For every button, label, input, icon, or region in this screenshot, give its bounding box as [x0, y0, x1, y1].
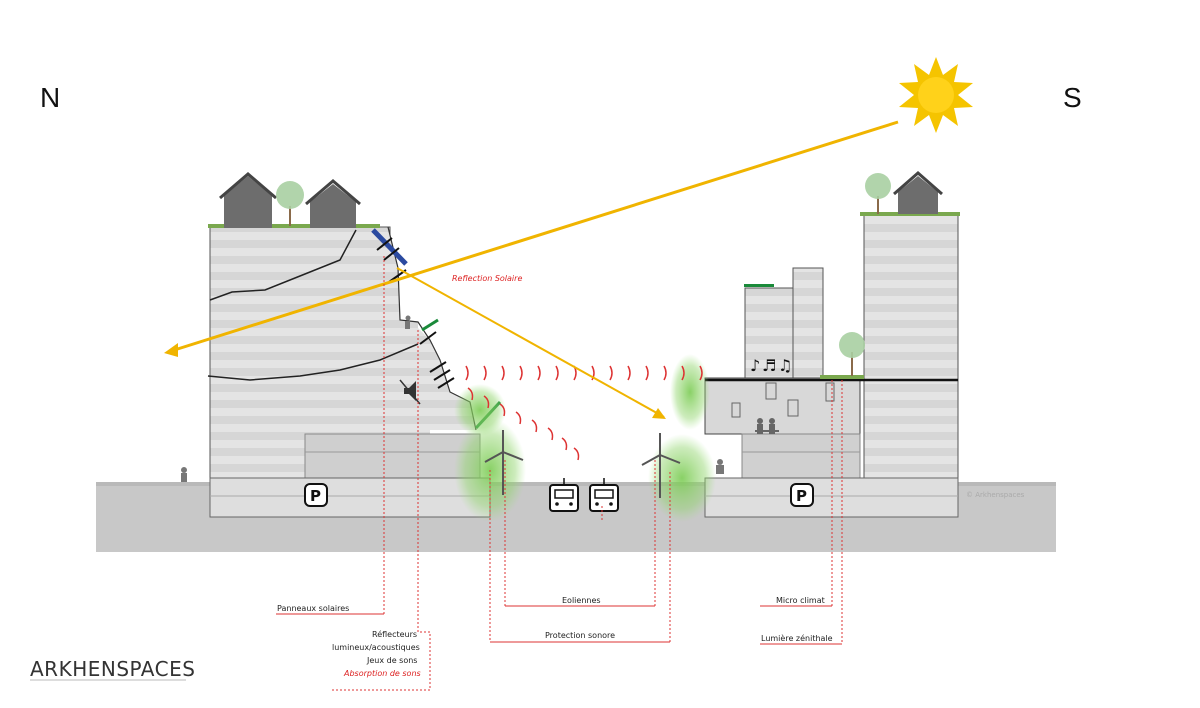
- callout-absorption: Absorption de sons: [343, 669, 421, 678]
- svg-text:♪: ♪: [750, 356, 760, 375]
- left-building: [207, 224, 491, 518]
- brand-logo: ARKHENSPACES: [30, 657, 195, 681]
- music-notes-icon: ♪ ♬ ♫: [750, 356, 792, 375]
- south-label: S: [1063, 82, 1082, 113]
- tram-icon: [549, 478, 579, 512]
- parking-right-label: P: [796, 487, 807, 505]
- tree-icon: [865, 173, 891, 214]
- parking-icon: P: [790, 483, 814, 507]
- callout-lumiere: Lumière zénithale: [761, 633, 833, 643]
- house-icon: [219, 172, 277, 228]
- person-icon: [755, 418, 779, 434]
- svg-text:♬: ♬: [762, 356, 776, 375]
- person-icon: [716, 459, 724, 474]
- copyright-text: © Arkhenspaces: [966, 491, 1025, 499]
- north-label: N: [40, 82, 60, 113]
- tram-icon: [589, 478, 619, 512]
- tree-icon: [276, 181, 304, 226]
- callout-reflecteurs-1: Réflecteurs: [372, 629, 417, 639]
- speaker-muted-icon: [399, 379, 421, 405]
- callout-protection: Protection sonore: [545, 631, 615, 640]
- tree-icon: [839, 332, 865, 376]
- wind-turbine-icon: [641, 433, 681, 498]
- svg-text:♫: ♫: [778, 356, 792, 375]
- greenery-right: [648, 434, 716, 522]
- sun-ray: [167, 120, 899, 354]
- sound-waves-lower: [467, 387, 580, 461]
- callout-micro: Micro climat: [776, 596, 825, 605]
- sun-icon: [899, 57, 973, 133]
- callout-reflecteurs-2: lumineux/acoustiques: [332, 643, 420, 652]
- reflected-ray: [396, 267, 665, 418]
- sound-waves-upper: [465, 365, 703, 381]
- reflection-label: Reflection Solaire: [452, 274, 522, 283]
- right-buildings: [704, 212, 960, 518]
- house-icon: [893, 171, 943, 214]
- callout-eoliennes: Eoliennes: [562, 596, 601, 605]
- house-icon: [305, 179, 361, 228]
- parking-left-label: P: [310, 487, 321, 505]
- parking-icon: P: [304, 483, 328, 507]
- callout-panneaux: Panneaux solaires: [277, 604, 349, 613]
- wind-turbine-icon: [484, 430, 524, 495]
- person-icon: [405, 315, 411, 329]
- person-icon: [181, 467, 187, 482]
- callout-jeux: Jeux de sons: [366, 656, 417, 665]
